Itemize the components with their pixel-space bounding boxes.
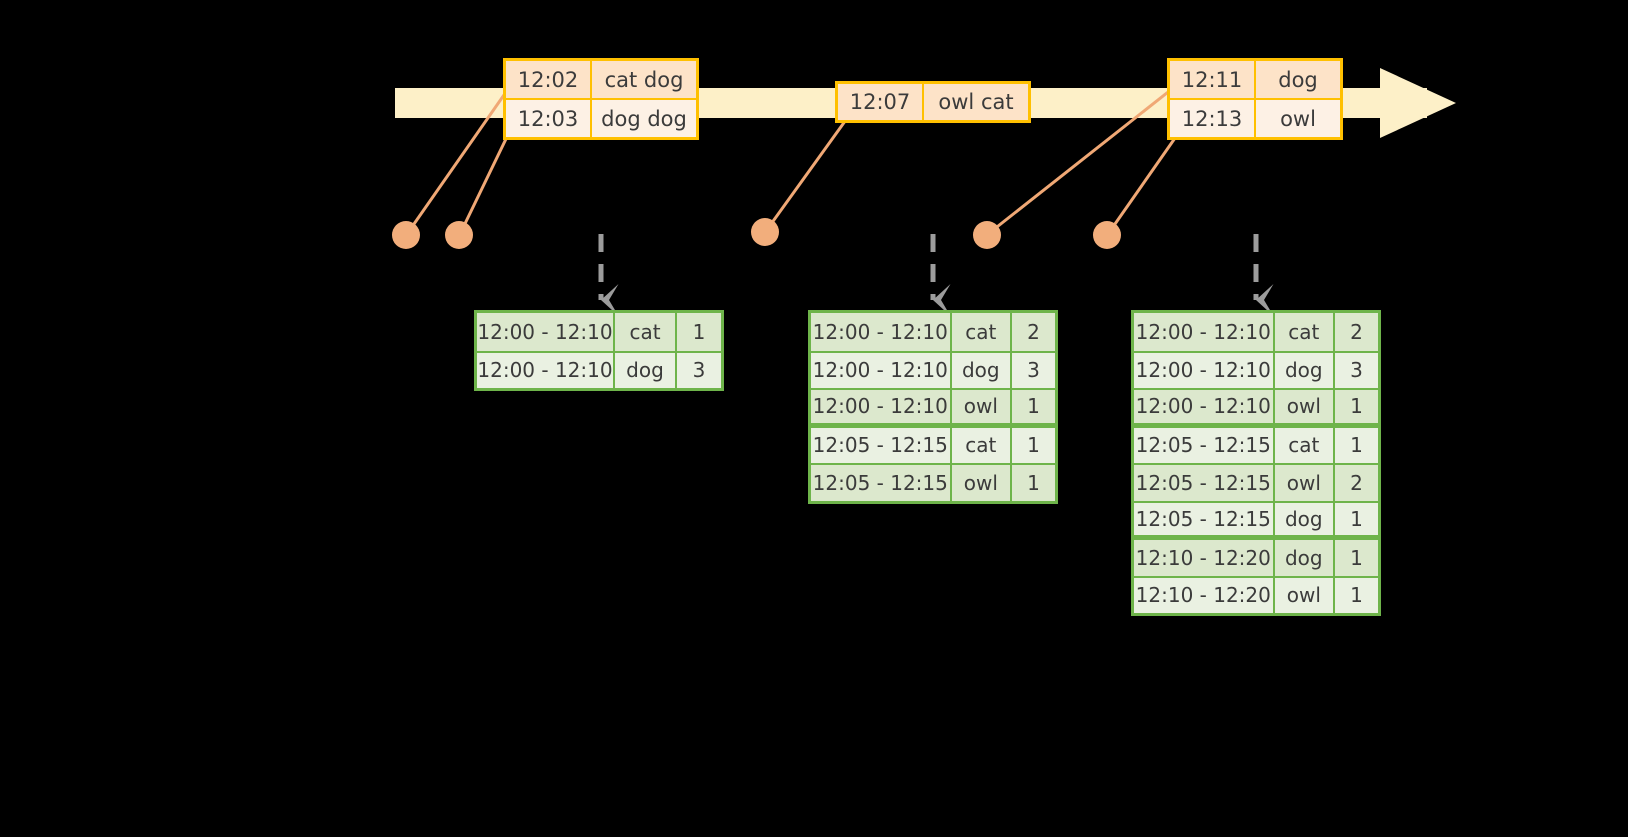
cell-window: 12:10 - 12:20 bbox=[1134, 577, 1275, 613]
event-row[interactable]: 12:02 cat dog bbox=[506, 61, 696, 98]
cell-key: dog bbox=[1275, 540, 1336, 576]
cell-window: 12:05 - 12:15 bbox=[811, 427, 952, 463]
cell-key: dog bbox=[952, 352, 1013, 388]
cell-key: cat bbox=[1275, 427, 1336, 463]
event-box-1[interactable]: 12:02 cat dog 12:03 dog dog bbox=[503, 58, 699, 140]
event-row[interactable]: 12:07 owl cat bbox=[838, 84, 1028, 120]
result-table-1[interactable]: 12:00 - 12:10 cat 1 12:00 - 12:10 dog 3 bbox=[474, 310, 724, 391]
event-time: 12:07 bbox=[838, 84, 924, 120]
cell-count: 3 bbox=[1027, 358, 1040, 383]
cell-count: 1 bbox=[1350, 506, 1363, 531]
cell-count: 1 bbox=[1350, 433, 1363, 458]
cell-key: owl bbox=[1275, 465, 1336, 501]
cell-key: dog bbox=[1275, 352, 1336, 388]
event-payload: owl bbox=[1256, 100, 1340, 137]
cell-count: 1 bbox=[1027, 394, 1040, 419]
cell-window: 12:00 - 12:10 bbox=[1134, 313, 1275, 351]
marker-dot-4 bbox=[973, 221, 1001, 249]
cell-count: 1 bbox=[1027, 433, 1040, 458]
cell-count: 1 bbox=[692, 319, 706, 344]
table-row[interactable]: 12:00 - 12:10 dog 3 bbox=[1134, 350, 1378, 388]
result-table-2[interactable]: 12:00 - 12:10 cat 2 12:00 - 12:10 dog 3 … bbox=[808, 310, 1058, 504]
cell-count: 1 bbox=[1027, 470, 1040, 495]
table-row[interactable]: 12:05 - 12:15 cat 1 bbox=[1134, 425, 1378, 463]
event-row[interactable]: 12:11 dog bbox=[1170, 61, 1340, 98]
cell-key: cat bbox=[1275, 313, 1336, 351]
cell-key: owl bbox=[1275, 390, 1336, 423]
cell-window: 12:00 - 12:10 bbox=[1134, 352, 1275, 388]
table-row[interactable]: 12:00 - 12:10 cat 2 bbox=[811, 313, 1055, 351]
event-row[interactable]: 12:03 dog dog bbox=[506, 98, 696, 137]
table-row[interactable]: 12:05 - 12:15 owl 2 bbox=[1134, 463, 1378, 501]
table-row[interactable]: 12:00 - 12:10 dog 3 bbox=[477, 350, 721, 388]
marker-dot-2 bbox=[445, 221, 473, 249]
cell-key: cat bbox=[952, 313, 1013, 351]
cell-window: 12:10 - 12:20 bbox=[1134, 540, 1275, 576]
event-payload: owl cat bbox=[924, 84, 1028, 120]
cell-count: 1 bbox=[1350, 545, 1363, 570]
table-row[interactable]: 12:00 - 12:10 cat 1 bbox=[477, 313, 721, 351]
marker-dot-3 bbox=[751, 218, 779, 246]
cell-window: 12:00 - 12:10 bbox=[811, 313, 952, 351]
table-row[interactable]: 12:05 - 12:15 dog 1 bbox=[1134, 500, 1378, 538]
cell-count: 1 bbox=[1350, 583, 1363, 608]
cell-key: dog bbox=[1275, 502, 1336, 535]
event-payload: dog dog bbox=[592, 100, 696, 137]
table-row[interactable]: 12:10 - 12:20 dog 1 bbox=[1134, 538, 1378, 576]
event-payload: dog bbox=[1256, 61, 1340, 98]
cell-window: 12:05 - 12:15 bbox=[1134, 465, 1275, 501]
event-time: 12:03 bbox=[506, 100, 592, 137]
event-row[interactable]: 12:13 owl bbox=[1170, 98, 1340, 137]
cell-window: 12:00 - 12:10 bbox=[811, 390, 952, 423]
cell-count: 3 bbox=[1350, 358, 1363, 383]
dashed-flow-arrows bbox=[598, 234, 1274, 316]
event-time: 12:11 bbox=[1170, 61, 1256, 98]
event-box-2[interactable]: 12:07 owl cat bbox=[835, 81, 1031, 123]
event-box-3[interactable]: 12:11 dog 12:13 owl bbox=[1167, 58, 1343, 140]
cell-key: owl bbox=[952, 465, 1013, 501]
cell-count: 3 bbox=[692, 358, 706, 383]
table-row[interactable]: 12:00 - 12:10 owl 1 bbox=[811, 388, 1055, 426]
table-row[interactable]: 12:00 - 12:10 cat 2 bbox=[1134, 313, 1378, 351]
cell-window: 12:00 - 12:10 bbox=[477, 313, 615, 351]
marker-dot-5 bbox=[1093, 221, 1121, 249]
cell-window: 12:05 - 12:15 bbox=[811, 465, 952, 501]
cell-key: owl bbox=[952, 390, 1013, 423]
cell-count: 2 bbox=[1027, 319, 1040, 344]
cell-window: 12:00 - 12:10 bbox=[1134, 390, 1275, 423]
table-row[interactable]: 12:05 - 12:15 cat 1 bbox=[811, 425, 1055, 463]
result-table-3[interactable]: 12:00 - 12:10 cat 2 12:00 - 12:10 dog 3 … bbox=[1131, 310, 1381, 616]
cell-key: cat bbox=[952, 427, 1013, 463]
cell-window: 12:00 - 12:10 bbox=[477, 352, 615, 388]
table-row[interactable]: 12:00 - 12:10 owl 1 bbox=[1134, 388, 1378, 426]
event-payload: cat dog bbox=[592, 61, 696, 98]
cell-count: 2 bbox=[1350, 470, 1363, 495]
cell-count: 1 bbox=[1350, 394, 1363, 419]
event-time: 12:13 bbox=[1170, 100, 1256, 137]
cell-window: 12:00 - 12:10 bbox=[811, 352, 952, 388]
cell-key: dog bbox=[615, 352, 677, 388]
cell-window: 12:05 - 12:15 bbox=[1134, 502, 1275, 535]
marker-dot-1 bbox=[392, 221, 420, 249]
cell-key: owl bbox=[1275, 577, 1336, 613]
cell-count: 2 bbox=[1350, 319, 1363, 344]
table-row[interactable]: 12:10 - 12:20 owl 1 bbox=[1134, 575, 1378, 613]
event-time: 12:02 bbox=[506, 61, 592, 98]
cell-window: 12:05 - 12:15 bbox=[1134, 427, 1275, 463]
marker-dots bbox=[392, 218, 1121, 249]
cell-key: cat bbox=[615, 313, 677, 351]
table-row[interactable]: 12:05 - 12:15 owl 1 bbox=[811, 463, 1055, 501]
table-row[interactable]: 12:00 - 12:10 dog 3 bbox=[811, 350, 1055, 388]
